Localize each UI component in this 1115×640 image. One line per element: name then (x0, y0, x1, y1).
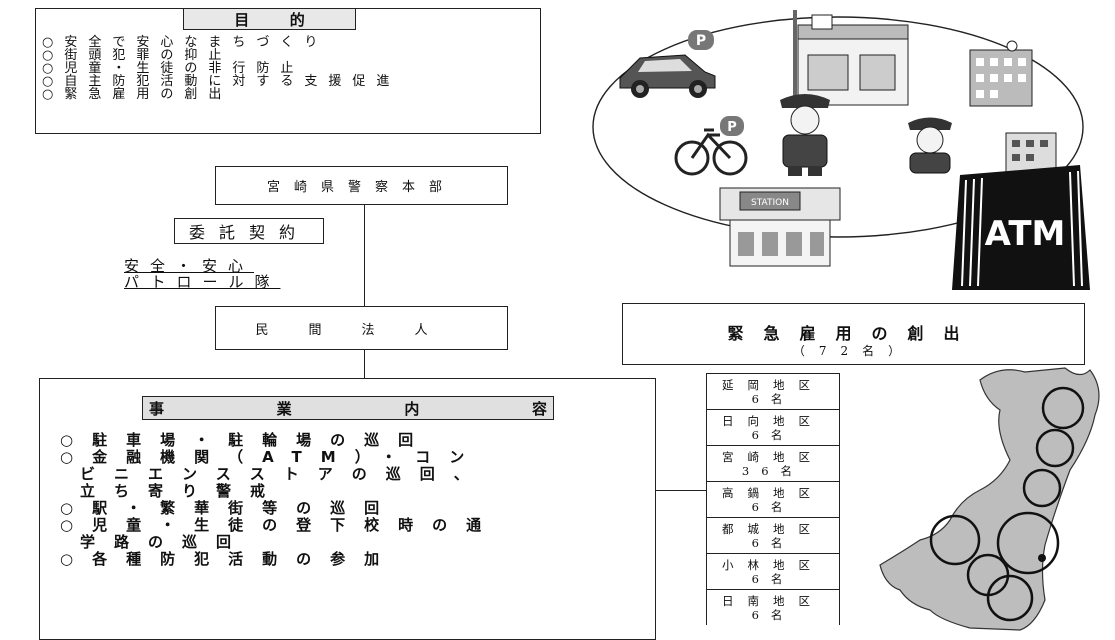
atm-machine-icon: ATM (952, 165, 1090, 290)
purpose-item: ○緊急雇用の創出 (42, 88, 400, 101)
business-item: ○駐車場・駐輪場の巡回 (60, 432, 500, 449)
district-count: 6名 (707, 608, 839, 622)
emergency-employment-box: 緊急雇用の創出 （72名） (622, 303, 1085, 365)
district-row: 都城地区 6名 (707, 517, 839, 553)
station-building-icon: STATION (720, 188, 840, 266)
purpose-title-char: 目 (234, 9, 249, 30)
district-row: 延岡地区 6名 (707, 373, 839, 409)
district-count: 6名 (707, 500, 839, 514)
purpose-title: 目 的 (183, 8, 356, 30)
contract-label: 委託契約 (174, 218, 324, 244)
station-sign-text: STATION (751, 198, 789, 208)
district-count: 6名 (707, 536, 839, 550)
district-row: 宮崎地区 36名 (707, 445, 839, 481)
business-title-char: 内 (404, 398, 419, 419)
connector-line (364, 350, 365, 378)
bicycle-sign-text: P (727, 120, 737, 135)
business-title-char: 容 (532, 398, 547, 419)
business-title-char: 事 (149, 398, 164, 419)
connector-line (655, 490, 706, 491)
business-list: ○駐車場・駐輪場の巡回 ○金融機関（ATM）・コン ビニエンスストアの巡回、 立… (60, 432, 500, 568)
car-icon (620, 55, 715, 98)
district-count: 36名 (707, 464, 839, 478)
patrol-label: 安全・安心 パトロール隊 (124, 258, 280, 290)
business-title: 事 業 内 容 (142, 396, 554, 420)
emergency-title: 緊急雇用の創出 (623, 320, 1084, 344)
business-item: ○児童・生徒の登下校時の通 (60, 517, 500, 534)
district-name: 小林地区 (707, 558, 839, 572)
district-table: 延岡地区 6名 日向地区 6名 宮崎地区 36名 高鍋地区 6名 都城地区 6名… (706, 373, 840, 625)
district-count: 6名 (707, 572, 839, 586)
purpose-list: ○安全で安心なまちづくり ○街頭犯罪の抑止 ○児童・生徒の非行防止 ○自主防犯活… (42, 36, 400, 101)
patrol-illustration: P P (580, 0, 1115, 300)
district-row: 日向地区 6名 (707, 409, 839, 445)
district-name: 都城地区 (707, 522, 839, 536)
atm-sign-text: ATM (985, 214, 1066, 254)
bicycle-parking-sign-icon: P (720, 116, 744, 136)
patrol-line1: 安全・安心 (124, 258, 280, 274)
district-count: 6名 (707, 392, 839, 406)
bicycle-icon (676, 130, 746, 174)
police-hq-label: 宮崎県警察本部 (267, 176, 456, 195)
business-item: 立ち寄り警戒 (60, 483, 500, 500)
district-name: 延岡地区 (707, 378, 839, 392)
business-item: ○金融機関（ATM）・コン (60, 449, 500, 466)
region-map (850, 360, 1115, 634)
district-count: 6名 (707, 428, 839, 442)
police-officer-icon (780, 94, 830, 176)
district-name: 日南地区 (707, 594, 839, 608)
parking-sign-icon: P (688, 30, 714, 50)
business-item: ○駅・繁華街等の巡回 (60, 500, 500, 517)
apartment-building-icon (1006, 133, 1056, 173)
business-item: ビニエンスストアの巡回、 (60, 466, 500, 483)
police-hq-box: 宮崎県警察本部 (215, 166, 508, 205)
convenience-store-icon (793, 10, 908, 105)
district-row: 日南地区 6名 (707, 589, 839, 625)
business-title-char: 業 (277, 398, 292, 419)
district-name: 日向地区 (707, 414, 839, 428)
emergency-count: （72名） (623, 342, 1084, 359)
business-item: 学路の巡回 (60, 534, 500, 551)
patrol-line2: パトロール隊 (124, 274, 280, 290)
district-name: 宮崎地区 (707, 450, 839, 464)
parking-sign-text: P (696, 33, 706, 49)
city-dot (1038, 554, 1046, 562)
contract-text: 委託契約 (189, 219, 309, 243)
district-row: 小林地区 6名 (707, 553, 839, 589)
district-row: 高鍋地区 6名 (707, 481, 839, 517)
office-building-icon (970, 41, 1032, 106)
connector-line (364, 205, 365, 306)
corporation-label: 民間法人 (255, 319, 467, 338)
corporation-box: 民間法人 (215, 306, 508, 350)
business-item: ○各種防犯活動の参加 (60, 551, 500, 568)
district-name: 高鍋地区 (707, 486, 839, 500)
purpose-title-char: 的 (290, 9, 305, 30)
police-officer-icon (908, 118, 952, 174)
